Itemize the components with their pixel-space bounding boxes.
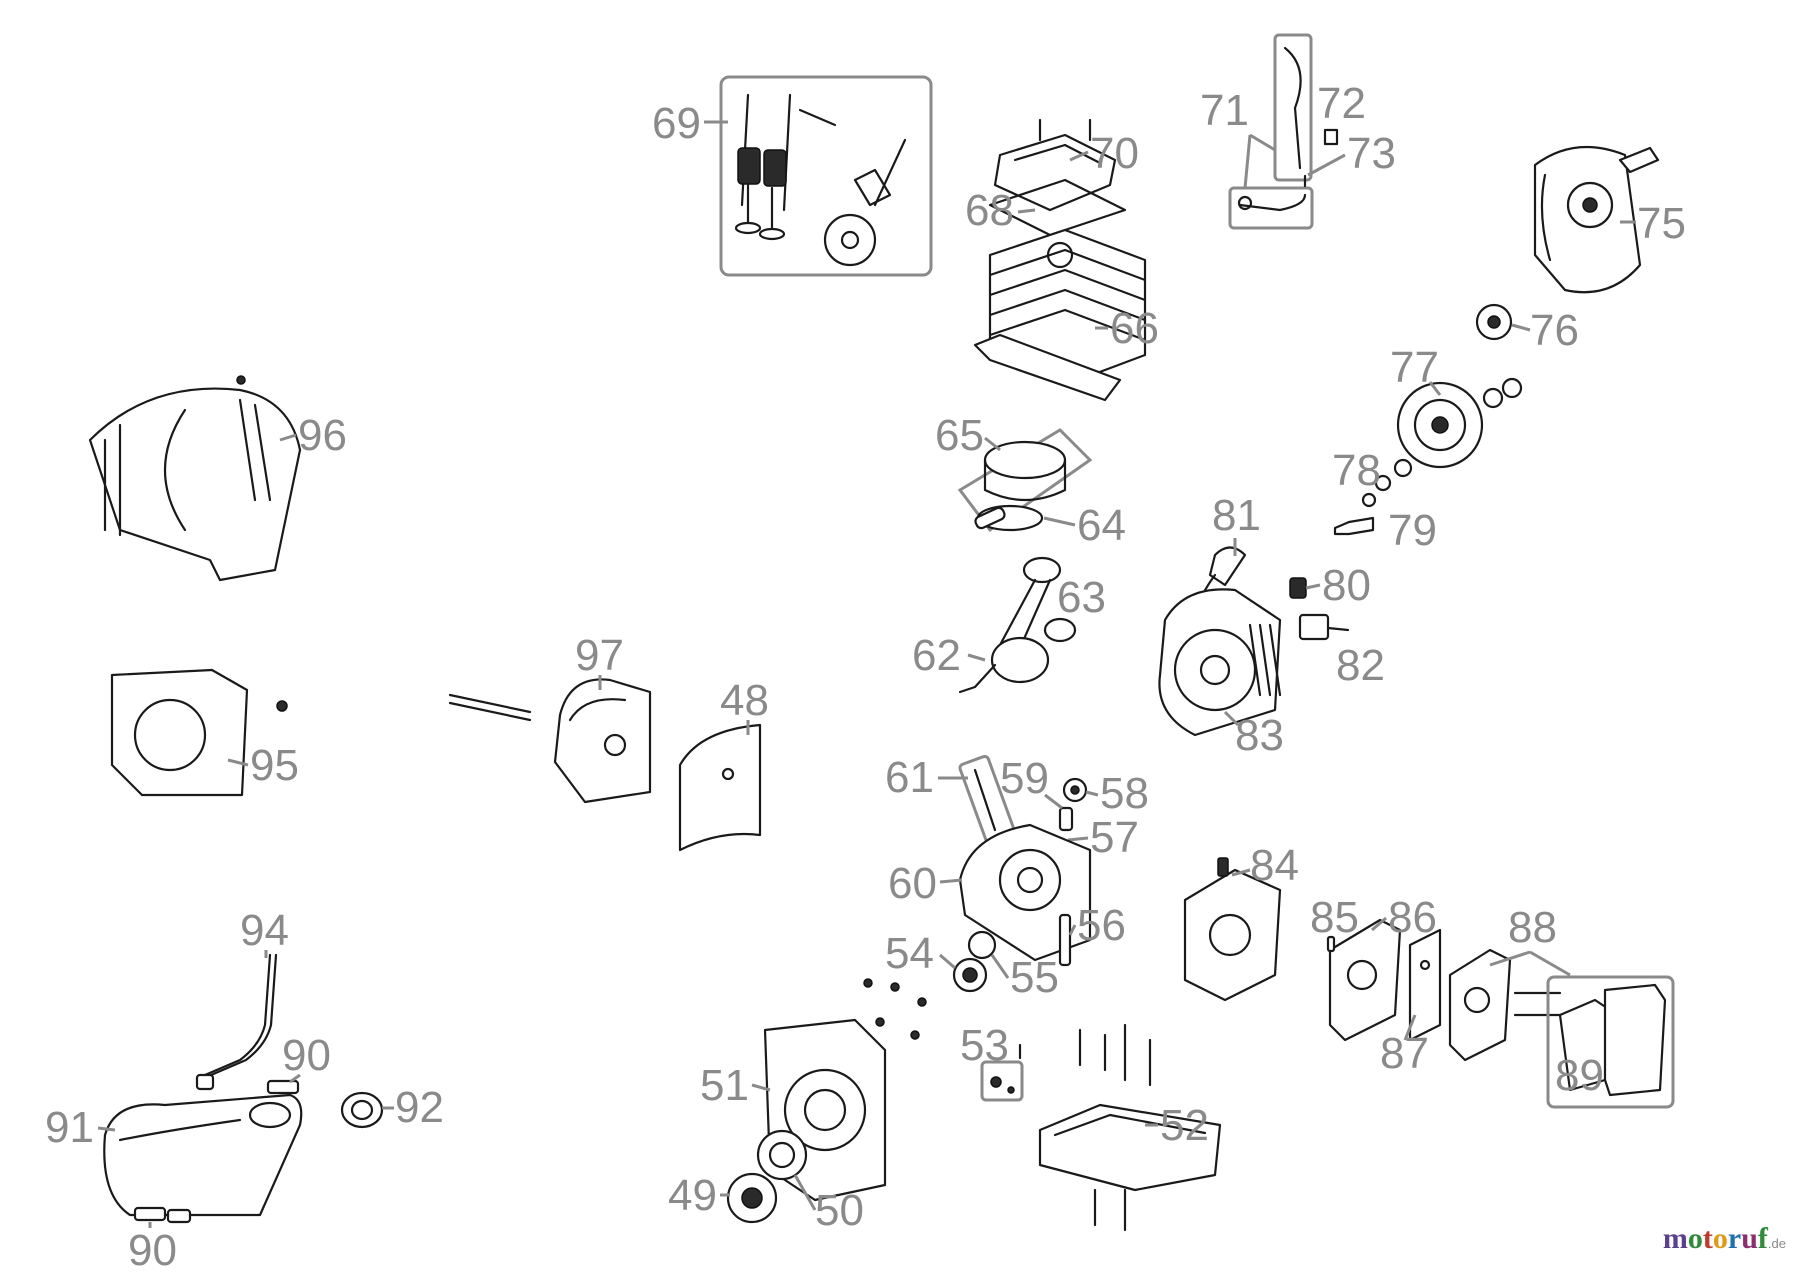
part-49-bearing xyxy=(726,1172,778,1224)
part-96-engine-cover xyxy=(88,375,302,582)
label-64: 64 xyxy=(1077,501,1126,550)
label-86: 86 xyxy=(1388,893,1437,942)
label-88: 88 xyxy=(1508,903,1557,952)
part-78-79-washers-bolt xyxy=(1333,458,1413,536)
label-81: 81 xyxy=(1212,491,1261,540)
part-92-fuel-cap xyxy=(340,1091,384,1129)
label-60: 60 xyxy=(888,859,937,908)
label-58: 58 xyxy=(1100,769,1149,818)
part-85-gasket xyxy=(1326,935,1336,953)
part-87-gasket xyxy=(1408,928,1442,1042)
part-65-piston xyxy=(957,428,1093,533)
label-73: 73 xyxy=(1347,129,1396,178)
part-94-fuel-line xyxy=(195,953,278,1091)
label-50: 50 xyxy=(815,1186,864,1235)
part-77-clutch xyxy=(1396,377,1523,469)
label-75: 75 xyxy=(1637,199,1686,248)
label-66: 66 xyxy=(1110,304,1159,353)
brand-logo: motoruf.de xyxy=(1662,1222,1786,1255)
part-89-air-filter-cover xyxy=(1546,975,1675,1109)
label-49: 49 xyxy=(668,1171,717,1220)
brand-suffix: .de xyxy=(1767,1236,1786,1251)
part-90-grommet-lower xyxy=(133,1206,192,1224)
label-70: 70 xyxy=(1090,129,1139,178)
label-92: 92 xyxy=(395,1083,444,1132)
label-82: 82 xyxy=(1336,641,1385,690)
label-61: 61 xyxy=(885,753,934,802)
label-59: 59 xyxy=(1000,754,1049,803)
label-91: 91 xyxy=(45,1103,94,1152)
label-90-lower: 90 xyxy=(128,1226,177,1272)
part-76-starter-pulley xyxy=(1475,303,1513,341)
part-69-valve-train-kit xyxy=(719,75,933,277)
label-51: 51 xyxy=(700,1061,749,1110)
part-54-bearing xyxy=(952,957,988,993)
label-96: 96 xyxy=(298,411,347,460)
label-71: 71 xyxy=(1200,86,1249,135)
part-63-crankshaft xyxy=(958,556,1077,694)
part-86-insulator xyxy=(1328,918,1402,1042)
label-52: 52 xyxy=(1160,1101,1209,1150)
part-91-fuel-tank xyxy=(103,1093,303,1217)
label-48: 48 xyxy=(720,676,769,725)
part-71-73-breather-assembly xyxy=(1228,33,1339,230)
part-80-spark-plug-cap xyxy=(1289,577,1307,599)
part-58-seal xyxy=(1062,777,1088,803)
label-79: 79 xyxy=(1388,506,1437,555)
part-84-carburetor xyxy=(1183,857,1282,1002)
part-90-grommet-upper xyxy=(266,1079,300,1095)
label-57: 57 xyxy=(1090,813,1139,862)
part-97-air-filter-housing xyxy=(448,678,652,804)
part-66-cylinder xyxy=(973,228,1147,402)
label-83: 83 xyxy=(1235,711,1284,760)
label-78: 78 xyxy=(1332,446,1381,495)
part-59-pin xyxy=(1058,806,1074,832)
part-95-fan-housing xyxy=(110,668,288,797)
part-53-screw-kit xyxy=(980,1043,1024,1102)
part-82-switch xyxy=(1298,613,1350,641)
label-97: 97 xyxy=(575,631,624,680)
part-52-oil-pan xyxy=(1038,1023,1222,1232)
part-88-air-filter-base xyxy=(1448,948,1562,1062)
part-55-o-ring xyxy=(967,930,997,960)
label-94: 94 xyxy=(240,906,289,955)
label-55: 55 xyxy=(1010,953,1059,1002)
label-69: 69 xyxy=(652,99,701,148)
label-68: 68 xyxy=(965,186,1014,235)
label-72: 72 xyxy=(1317,79,1366,128)
label-80: 80 xyxy=(1322,561,1371,610)
part-60-crankcase-half xyxy=(958,823,1092,967)
label-54: 54 xyxy=(885,929,934,978)
label-84: 84 xyxy=(1250,841,1299,890)
label-85: 85 xyxy=(1310,893,1359,942)
label-65: 65 xyxy=(935,411,984,460)
label-56: 56 xyxy=(1077,901,1126,950)
part-50-bearing xyxy=(756,1129,808,1181)
label-89: 89 xyxy=(1555,1051,1604,1100)
label-63: 63 xyxy=(1057,573,1106,622)
label-87: 87 xyxy=(1380,1029,1429,1078)
part-83-flywheel-housing xyxy=(1158,588,1282,737)
label-76: 76 xyxy=(1530,306,1579,355)
part-48-heat-shield xyxy=(678,723,762,852)
label-95: 95 xyxy=(250,741,299,790)
label-90-upper: 90 xyxy=(282,1031,331,1080)
part-75-recoil-starter xyxy=(1533,145,1660,294)
label-62: 62 xyxy=(912,631,961,680)
label-53: 53 xyxy=(960,1021,1009,1070)
